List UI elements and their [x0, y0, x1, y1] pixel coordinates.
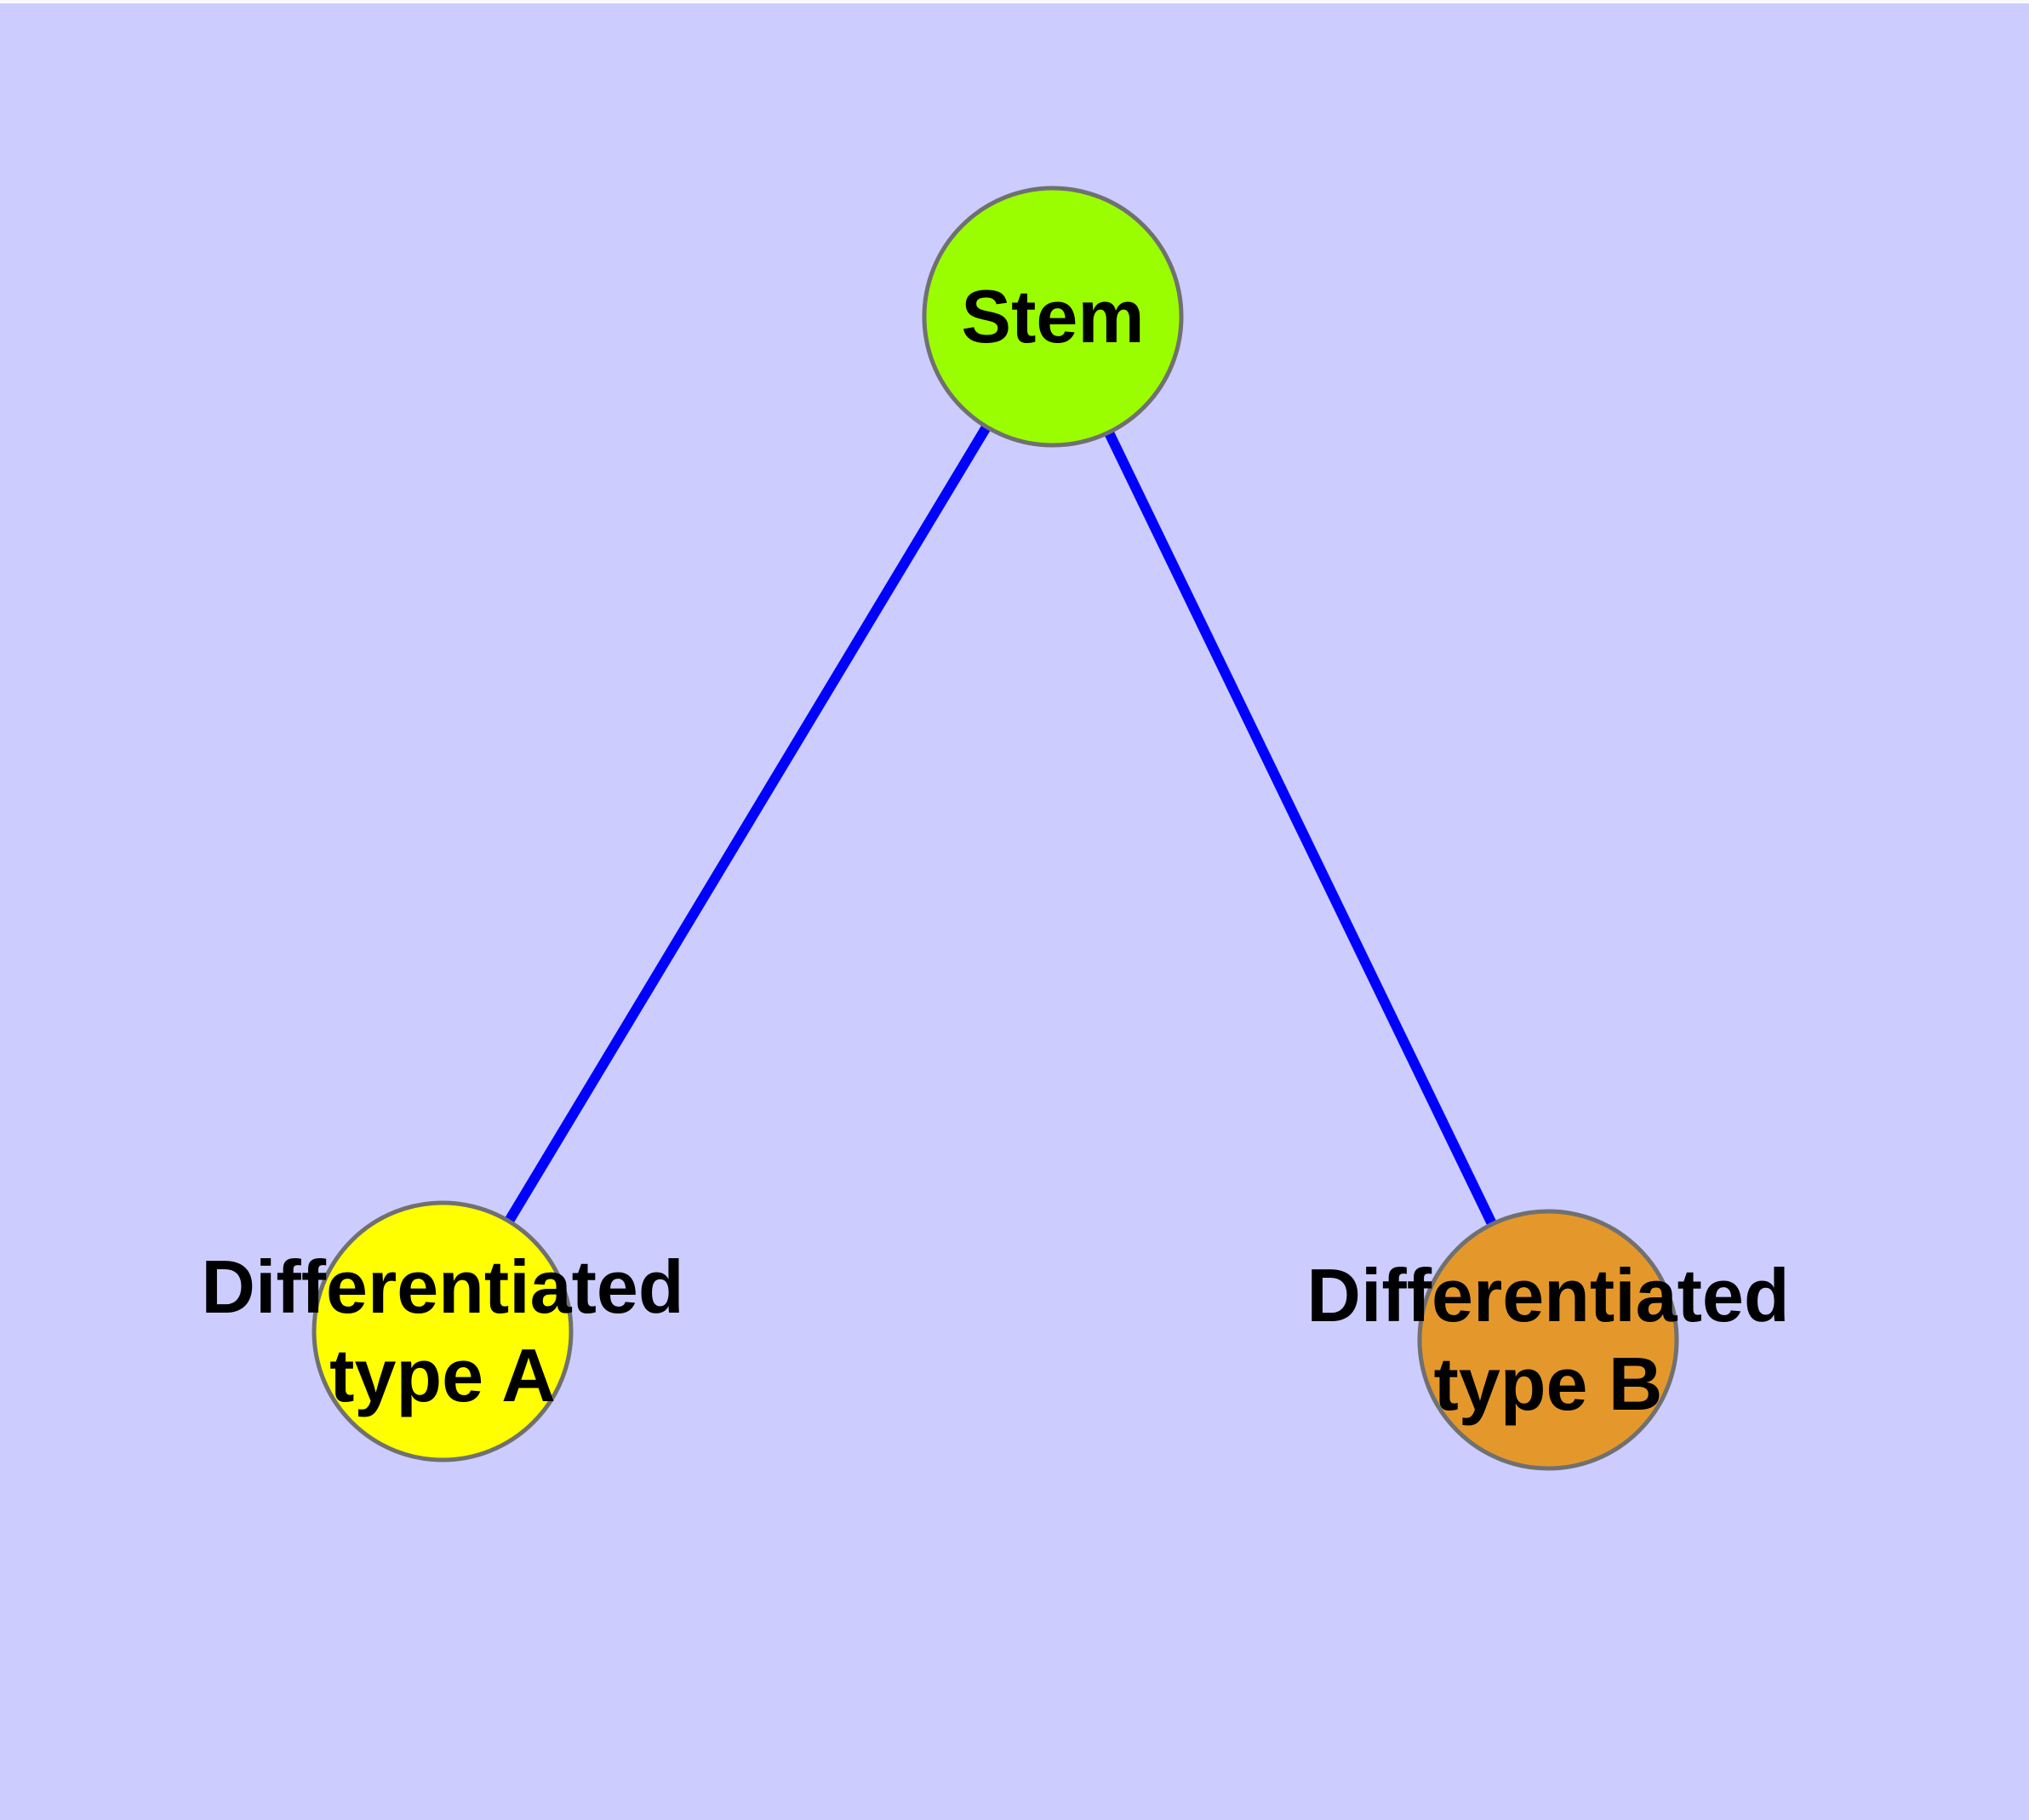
type-a-label-line-1: Differentiated	[201, 1245, 684, 1329]
type-b-node-label: Differentiated type B	[1306, 1251, 1789, 1428]
stem-node-label: Stem	[961, 272, 1144, 361]
edge-stem-to-type-a	[437, 313, 1058, 1335]
window-top-strip	[0, 0, 2029, 3]
type-b-label-line-2: type B	[1433, 1342, 1663, 1426]
stem-node-circle	[922, 186, 1184, 448]
edge-stem-to-type-b	[1048, 314, 1553, 1342]
type-b-label-line-1: Differentiated	[1306, 1253, 1790, 1337]
stem-label-text: Stem	[961, 274, 1145, 358]
type-a-node-label: Differentiated type A	[201, 1243, 683, 1420]
type-a-label-line-2: type A	[329, 1333, 556, 1417]
type-a-node-circle	[311, 1200, 574, 1462]
type-b-node-circle	[1417, 1209, 1679, 1471]
